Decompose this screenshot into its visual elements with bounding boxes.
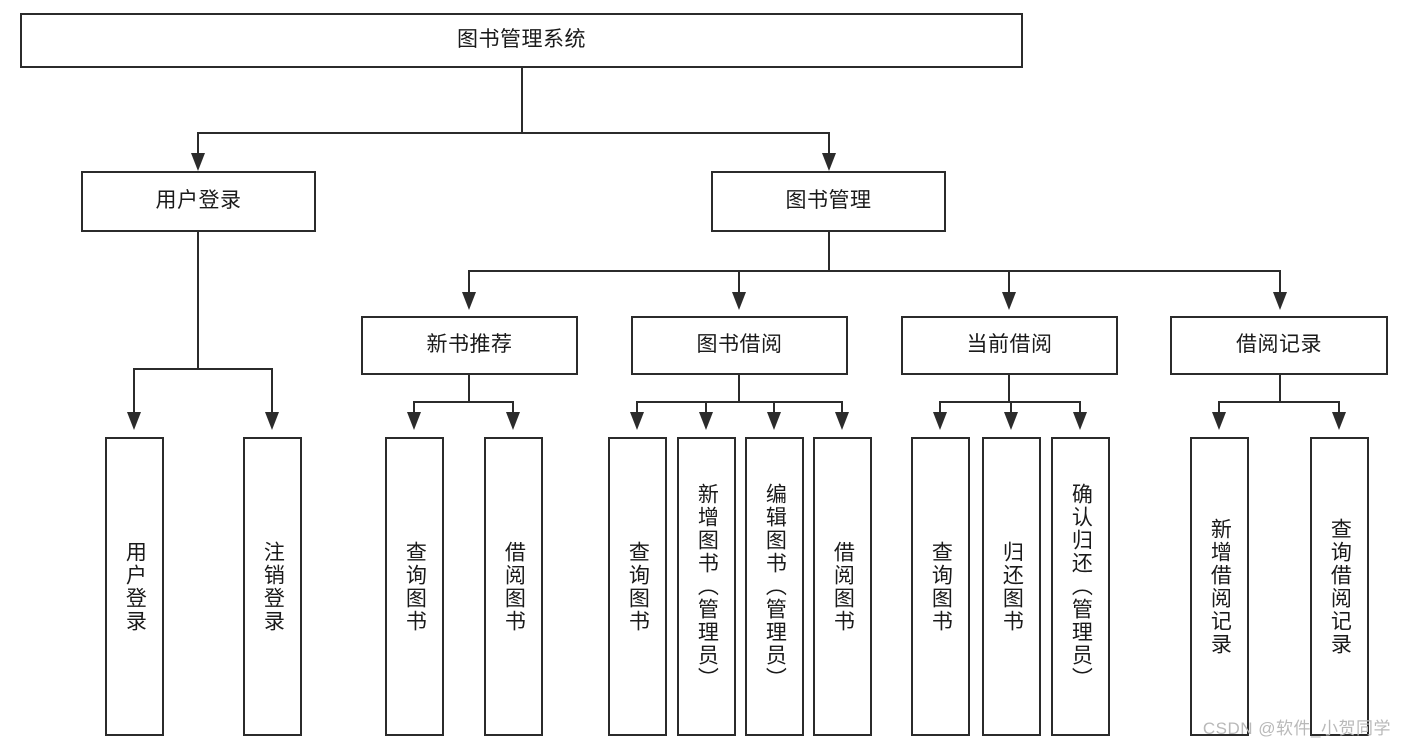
node-borrow-records[interactable]: 借阅记录: [1170, 316, 1388, 375]
edge-root-to-user-login: [197, 132, 199, 157]
leaf-label: 注销登录: [261, 540, 285, 633]
node-new-book-recommend[interactable]: 新书推荐: [361, 316, 578, 375]
arrow-book-mgmt-to-records: [1273, 292, 1287, 310]
arrow-borrow-to-leaf-1: [630, 412, 644, 430]
edge-root-bus: [197, 132, 829, 134]
arrow-root-to-book-mgmt: [822, 153, 836, 171]
leaf-label: 查询图书: [626, 540, 650, 633]
edge-current-to-leaf-1: [939, 401, 941, 416]
node-user-login[interactable]: 用户登录: [81, 171, 316, 232]
edge-new-books-to-leaf-1: [413, 401, 415, 416]
edge-book-mgmt-to-current: [1008, 270, 1010, 295]
edge-records-to-leaf-1: [1218, 401, 1220, 416]
node-root-system[interactable]: 图书管理系统: [20, 13, 1023, 68]
edge-borrow-to-leaf-3: [773, 401, 775, 416]
edge-borrow-bus: [636, 401, 842, 403]
node-label: 图书管理系统: [457, 28, 586, 52]
arrow-user-login-to-leaf-2: [265, 412, 279, 430]
edge-book-mgmt-to-borrow: [738, 270, 740, 295]
leaf-label: 借阅图书: [831, 540, 855, 633]
edge-records-trunk: [1279, 375, 1281, 403]
edge-records-to-leaf-2: [1338, 401, 1340, 416]
edge-user-login-to-leaf-1: [133, 368, 135, 416]
arrow-book-mgmt-to-new-books: [462, 292, 476, 310]
edge-user-login-trunk: [197, 232, 199, 370]
arrow-records-to-leaf-2: [1332, 412, 1346, 430]
edge-current-to-leaf-2: [1010, 401, 1012, 416]
edge-new-books-to-leaf-2: [512, 401, 514, 416]
edge-root-to-book-mgmt: [828, 132, 830, 157]
arrow-borrow-to-leaf-2: [699, 412, 713, 430]
leaf-logout[interactable]: 注销登录: [243, 437, 302, 736]
leaf-label: 归还图书: [1000, 540, 1024, 633]
leaf-confirm-return-admin[interactable]: 确认归还（管理员）: [1051, 437, 1110, 736]
edge-book-mgmt-to-records: [1279, 270, 1281, 295]
arrow-root-to-user-login: [191, 153, 205, 171]
node-book-management[interactable]: 图书管理: [711, 171, 946, 232]
edge-root-trunk: [521, 68, 523, 133]
edge-borrow-to-leaf-1: [636, 401, 638, 416]
edge-borrow-to-leaf-4: [841, 401, 843, 416]
leaf-label: 查询图书: [929, 540, 953, 633]
leaf-label: 借阅图书: [502, 540, 526, 633]
node-label: 图书管理: [785, 189, 872, 213]
arrow-borrow-to-leaf-3: [767, 412, 781, 430]
node-label: 借阅记录: [1236, 333, 1322, 357]
leaf-query-borrow-record[interactable]: 查询借阅记录: [1310, 437, 1369, 736]
node-label: 新书推荐: [426, 333, 513, 357]
leaf-label: 新增图书（管理员）: [695, 483, 719, 690]
node-label: 用户登录: [155, 189, 242, 213]
edge-current-to-leaf-3: [1079, 401, 1081, 416]
edge-user-login-bus: [133, 368, 271, 370]
leaf-label: 编辑图书（管理员）: [763, 483, 787, 690]
leaf-query-book-new[interactable]: 查询图书: [385, 437, 444, 736]
leaf-label: 查询图书: [403, 540, 427, 633]
leaf-query-book-borrow[interactable]: 查询图书: [608, 437, 667, 736]
edge-book-mgmt-bus: [468, 270, 1281, 272]
node-label: 当前借阅: [966, 333, 1053, 357]
node-book-borrow[interactable]: 图书借阅: [631, 316, 848, 375]
leaf-user-login[interactable]: 用户登录: [105, 437, 164, 736]
arrow-book-mgmt-to-borrow: [732, 292, 746, 310]
arrow-user-login-to-leaf-1: [127, 412, 141, 430]
edge-borrow-to-leaf-2: [705, 401, 707, 416]
edge-records-bus: [1218, 401, 1338, 403]
leaf-borrow-book-new[interactable]: 借阅图书: [484, 437, 543, 736]
arrow-records-to-leaf-1: [1212, 412, 1226, 430]
edge-book-mgmt-to-new-books: [468, 270, 470, 295]
edge-book-mgmt-trunk: [828, 232, 830, 272]
edge-user-login-to-leaf-2: [271, 368, 273, 416]
arrow-borrow-to-leaf-4: [835, 412, 849, 430]
node-current-borrow[interactable]: 当前借阅: [901, 316, 1118, 375]
arrow-current-to-leaf-1: [933, 412, 947, 430]
leaf-add-book-admin[interactable]: 新增图书（管理员）: [677, 437, 736, 736]
leaf-label: 查询借阅记录: [1328, 517, 1352, 656]
leaf-borrow-book[interactable]: 借阅图书: [813, 437, 872, 736]
arrow-current-to-leaf-2: [1004, 412, 1018, 430]
edge-new-books-bus: [413, 401, 512, 403]
leaf-add-borrow-record[interactable]: 新增借阅记录: [1190, 437, 1249, 736]
arrow-current-to-leaf-3: [1073, 412, 1087, 430]
node-label: 图书借阅: [696, 333, 783, 357]
arrow-new-books-to-leaf-1: [407, 412, 421, 430]
leaf-edit-book-admin[interactable]: 编辑图书（管理员）: [745, 437, 804, 736]
edge-borrow-trunk: [738, 375, 740, 403]
leaf-return-book[interactable]: 归还图书: [982, 437, 1041, 736]
leaf-query-book-current[interactable]: 查询图书: [911, 437, 970, 736]
edge-new-books-trunk: [468, 375, 470, 403]
leaf-label: 新增借阅记录: [1208, 517, 1232, 656]
leaf-label: 用户登录: [123, 540, 147, 633]
leaf-label: 确认归还（管理员）: [1069, 483, 1093, 690]
arrow-new-books-to-leaf-2: [506, 412, 520, 430]
arrow-book-mgmt-to-current: [1002, 292, 1016, 310]
edge-current-trunk: [1008, 375, 1010, 403]
